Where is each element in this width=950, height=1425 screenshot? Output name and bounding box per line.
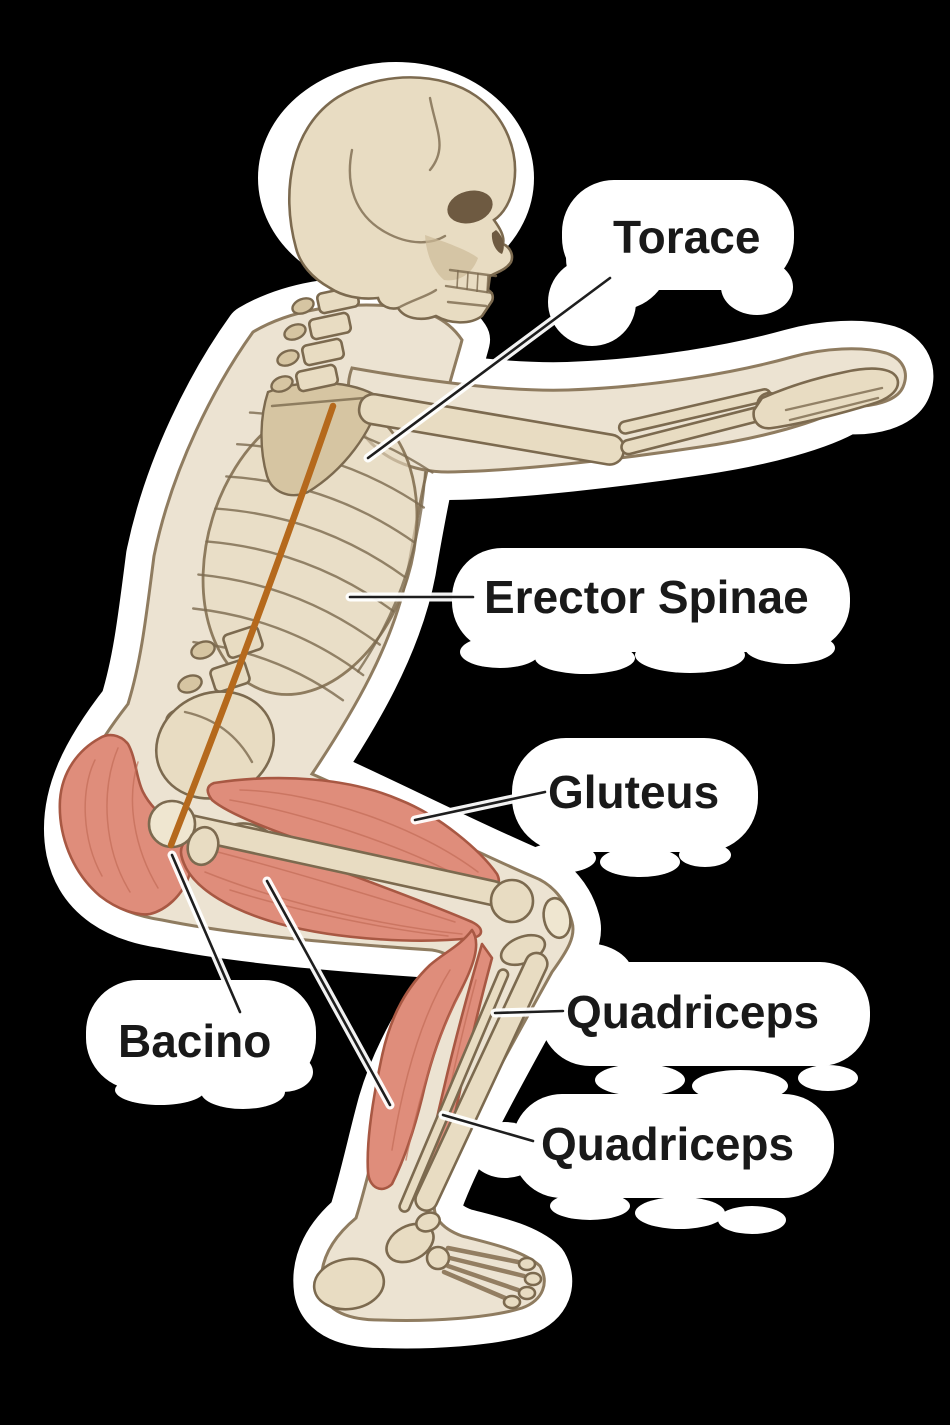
calf-muscle [366, 928, 478, 1191]
pointer-lines [167, 273, 615, 1146]
labels: Torace Erector Spinae Gluteus Bacino Qua… [118, 211, 819, 1170]
calcaneus [312, 1257, 386, 1311]
pointer-line-bacino [170, 853, 242, 1014]
label-quadriceps-upper: Quadriceps [566, 986, 819, 1038]
eye-socket [447, 190, 493, 224]
greater-trochanter [186, 825, 220, 867]
label-blob-gluteus [512, 738, 758, 877]
label-bacino: Bacino [118, 1015, 271, 1067]
femoral-condyle [489, 878, 535, 924]
label-torace: Torace [613, 211, 760, 263]
foot-bones [312, 1211, 543, 1311]
fibula [398, 968, 510, 1213]
label-blob-bacino [86, 980, 316, 1109]
spine-highlight-line [167, 402, 337, 849]
neck-vertebrae [270, 285, 361, 393]
teeth [444, 268, 498, 308]
pointer-line-quadriceps-lower [441, 1113, 535, 1143]
label-blobs [86, 180, 870, 1234]
label-blob-erector-spinae [452, 548, 850, 674]
patella [542, 896, 572, 940]
skull [287, 76, 517, 324]
pointer-line-gluteus [413, 790, 547, 822]
pointer-line-torace [366, 276, 612, 460]
muscles [58, 733, 501, 1192]
nasal-opening [491, 230, 504, 254]
hand [752, 367, 900, 430]
tibia [414, 951, 549, 1212]
label-quadriceps-lower: Quadriceps [541, 1118, 794, 1170]
pointer-line-thigh-diagonal [265, 879, 392, 1107]
label-blob-torace [548, 180, 794, 346]
pointer-line-quadriceps-upper [493, 1009, 565, 1015]
label-erector-spinae: Erector Spinae [484, 571, 809, 623]
label-gluteus: Gluteus [548, 766, 719, 818]
leg-bones [147, 799, 572, 1213]
